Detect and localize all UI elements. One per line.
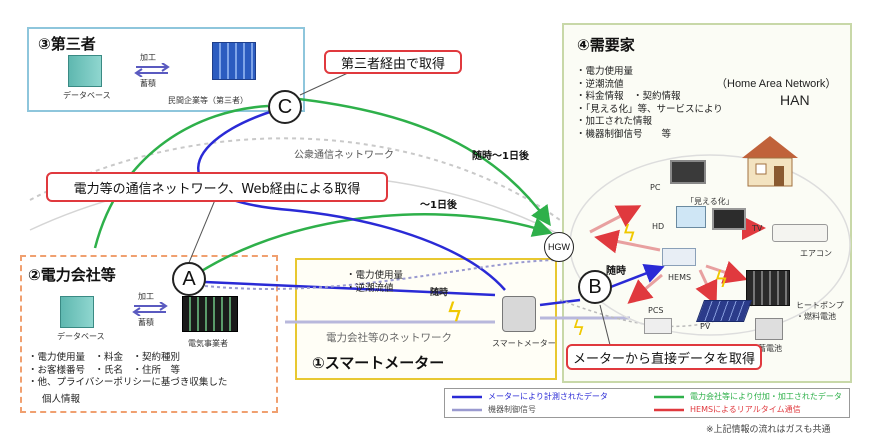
pv-label: PV bbox=[700, 322, 711, 331]
exchange-arrows-icon bbox=[134, 63, 170, 77]
pc-label: PC bbox=[650, 183, 661, 192]
heatpump-label: ヒートポンプ bbox=[796, 301, 844, 310]
third-party-process-label: 加工 bbox=[140, 53, 156, 62]
list-item: 電力使用量 bbox=[346, 270, 404, 283]
meter-data-list: 電力使用量 逆潮流値 bbox=[346, 270, 404, 296]
utility-network-label: 電力会社等のネットワーク bbox=[326, 332, 452, 344]
legend bbox=[444, 388, 850, 418]
third-party-company-label: 民間企業等（第三者） bbox=[168, 96, 248, 105]
to-1day-label: ～1日後 bbox=[420, 200, 457, 211]
callout-via-network: 電力等の通信ネットワーク、Web経由による取得 bbox=[46, 172, 388, 202]
legend-item-measured: メーターにより計測されたデータ bbox=[488, 392, 608, 401]
battery-icon bbox=[755, 318, 783, 340]
aircon-label: エアコン bbox=[800, 249, 832, 258]
realtime-b-label: 随時 bbox=[606, 266, 626, 277]
house-icon bbox=[742, 136, 798, 187]
utility-database-label: データベース bbox=[57, 332, 105, 341]
node-a: A bbox=[172, 262, 206, 296]
tv-icon bbox=[712, 208, 746, 230]
callout-via-third-party: 第三者経由で取得 bbox=[324, 50, 462, 74]
fuelcell-label: ・燃料電池 bbox=[796, 312, 836, 321]
node-c: C bbox=[268, 90, 302, 124]
consumer-title: ④需要家 bbox=[577, 36, 635, 54]
pc-icon bbox=[670, 160, 706, 184]
list-item: お客様番号 ・氏名 ・住所 等 bbox=[28, 365, 227, 378]
list-item: 電力使用量 ・料金 ・契約種別 bbox=[28, 352, 227, 365]
tv-label: TV bbox=[752, 224, 763, 233]
office-building-icon bbox=[212, 42, 256, 80]
lightning-icon: ϟ bbox=[714, 268, 729, 293]
list-item: 料金情報 ・契約情報 bbox=[576, 91, 723, 104]
database-icon bbox=[60, 296, 94, 328]
han-english-label: （Home Area Network） bbox=[716, 78, 837, 90]
utility-title: ②電力会社等 bbox=[28, 266, 116, 284]
utility-data-continuation: 個人情報 bbox=[42, 394, 81, 405]
hems-label: HEMS bbox=[668, 273, 692, 282]
list-item: 逆潮流値 bbox=[576, 79, 723, 92]
list-item: 逆潮流値 bbox=[346, 283, 403, 296]
list-item: 「見える化」等、サービスにより bbox=[576, 104, 723, 117]
display-panel-icon bbox=[676, 206, 706, 228]
hems-device-icon bbox=[662, 248, 696, 266]
han-label: HAN bbox=[780, 92, 810, 108]
list-item: 機器制御信号 等 bbox=[576, 129, 723, 142]
legend-item-processed: 電力会社等により付加・加工されたデータ bbox=[690, 392, 842, 401]
third-party-title: ③第三者 bbox=[38, 35, 96, 53]
legend-swatches bbox=[452, 395, 684, 412]
public-network-label: 公衆通信ネットワーク bbox=[294, 150, 394, 161]
pcs-icon bbox=[644, 318, 672, 334]
footnote: ※上記情報の流れはガスも共通 bbox=[706, 425, 831, 435]
anytime-to-1day-label: 随時～1日後 bbox=[472, 151, 529, 162]
node-b: B bbox=[578, 270, 612, 304]
hd-label: HD bbox=[652, 222, 665, 231]
battery-label: 蓄電池 bbox=[758, 344, 782, 353]
legend-item-realtime-hems: HEMSによるリアルタイム通信 bbox=[690, 405, 801, 414]
smart-meter-title: ①スマートメーター bbox=[312, 354, 445, 372]
lightning-icon: ϟ bbox=[446, 298, 464, 328]
consumer-data-list: 電力使用量 逆潮流値 料金情報 ・契約情報 「見える化」等、サービスにより 加工… bbox=[576, 66, 723, 141]
pcs-label: PCS bbox=[648, 306, 664, 315]
lightning-icon: ϟ bbox=[572, 316, 586, 340]
solar-panel-icon bbox=[695, 300, 753, 322]
smart-meter-device-label: スマートメーター bbox=[492, 339, 556, 348]
smart-meter-icon bbox=[502, 296, 536, 332]
node-hgw: HGW bbox=[544, 232, 574, 262]
list-item: 加工された情報 bbox=[576, 116, 723, 129]
utility-building-icon bbox=[182, 296, 238, 332]
lightning-icon: ϟ bbox=[622, 222, 637, 247]
utility-data-list: 電力使用量 ・料金 ・契約種別 お客様番号 ・氏名 ・住所 等 他、プライバシー… bbox=[28, 352, 228, 390]
list-item: 電力使用量 bbox=[576, 66, 723, 79]
heatpump-icon bbox=[746, 270, 790, 306]
meter-realtime-label: 随時 bbox=[430, 288, 449, 298]
mieru-label: 「見える化」 bbox=[686, 197, 734, 206]
utility-company-label: 電気事業者 bbox=[188, 339, 228, 348]
legend-item-control-signal: 機器制御信号 bbox=[488, 405, 536, 414]
database-icon bbox=[68, 55, 102, 87]
utility-store-label: 蓄積 bbox=[138, 318, 154, 327]
aircon-icon bbox=[772, 224, 828, 242]
utility-process-label: 加工 bbox=[138, 292, 154, 301]
third-party-database-label: データベース bbox=[63, 91, 111, 100]
callout-direct-from-meter: メーターから直接データを取得 bbox=[566, 344, 762, 370]
list-item: 他、プライバシーポリシーに基づき収集した bbox=[28, 377, 228, 390]
third-party-store-label: 蓄積 bbox=[140, 79, 156, 88]
exchange-arrows-icon bbox=[132, 302, 168, 316]
